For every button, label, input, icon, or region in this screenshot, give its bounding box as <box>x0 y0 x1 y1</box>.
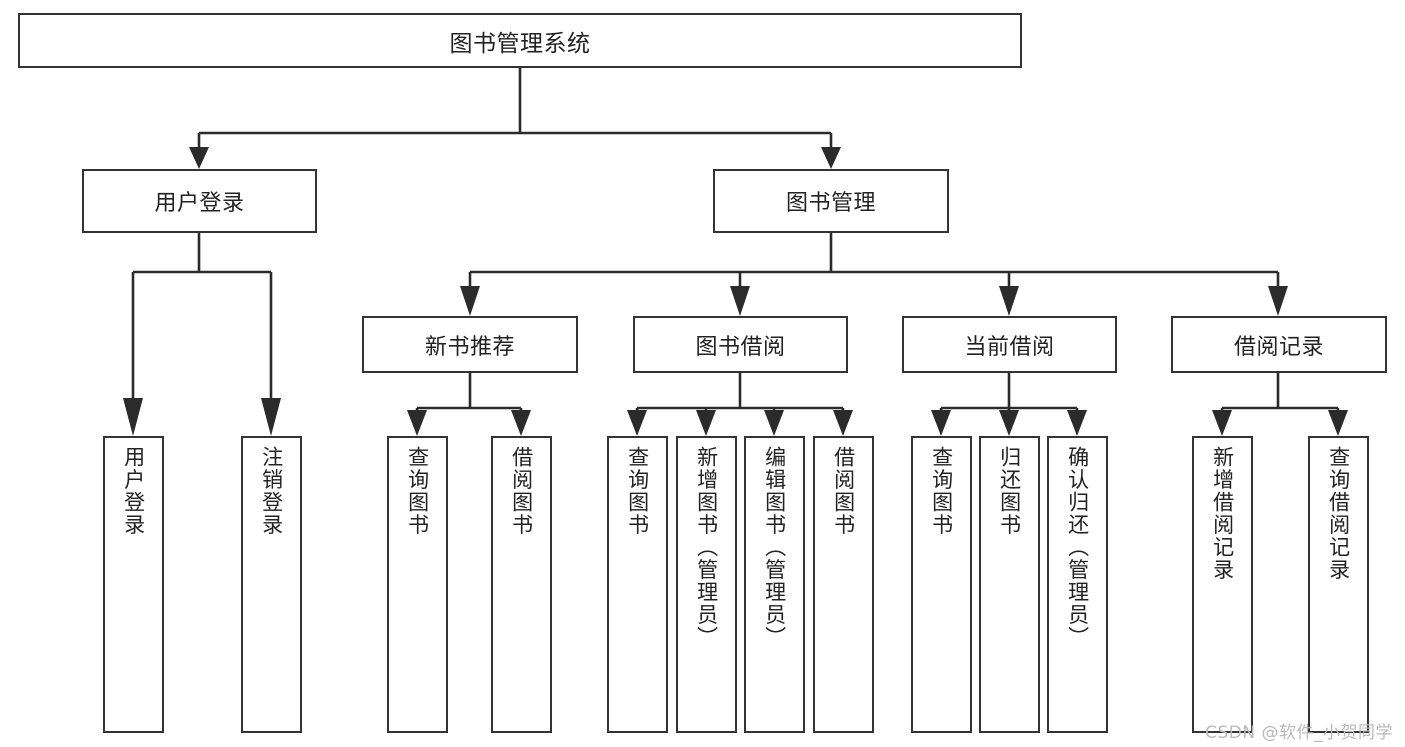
arrow-current-leaf-3 <box>1067 410 1087 436</box>
node-label: 新书推荐 <box>424 334 515 360</box>
node-label: 图书管理 <box>785 191 876 216</box>
leaf-label: 编辑图书（管理员） <box>762 446 787 649</box>
arrow-user-login-leaf-2 <box>261 398 281 436</box>
node-label: 当前借阅 <box>964 334 1055 360</box>
leaf-user-login-logout[interactable]: 注销登录 <box>241 436 302 733</box>
leaf-current-confirm-return-admin[interactable]: 确认归还（管理员） <box>1047 436 1108 733</box>
leaf-label: 新增借阅记录 <box>1210 446 1235 581</box>
leaf-label: 查询借阅记录 <box>1326 446 1351 581</box>
arrow-to-book-borrow <box>730 286 750 316</box>
leaf-label: 查询图书 <box>625 446 650 536</box>
arrow-recommend-leaf-1 <box>407 410 427 436</box>
node-label: 图书借阅 <box>695 334 786 360</box>
watermark: CSDN @软件_小贺同学 <box>1205 723 1393 743</box>
leaf-label: 查询图书 <box>929 446 954 536</box>
node-label: 用户登录 <box>154 191 245 216</box>
arrow-borrow-leaf-4 <box>833 410 853 436</box>
leaf-label: 注销登录 <box>259 446 284 536</box>
leaf-borrow-borrow-book[interactable]: 借阅图书 <box>813 436 874 733</box>
leaf-current-query-book[interactable]: 查询图书 <box>911 436 972 733</box>
arrow-current-leaf-1 <box>931 410 951 436</box>
leaf-label: 归还图书 <box>997 446 1022 536</box>
leaf-borrow-edit-book-admin[interactable]: 编辑图书（管理员） <box>744 436 805 733</box>
leaf-label: 用户登录 <box>121 446 146 536</box>
node-current-borrow[interactable]: 当前借阅 <box>902 316 1117 373</box>
arrow-borrow-leaf-3 <box>764 410 784 436</box>
node-label: 图书管理系统 <box>449 30 591 57</box>
arrow-recommend-leaf-2 <box>511 410 531 436</box>
leaf-label: 确认归还（管理员） <box>1065 446 1090 649</box>
leaf-record-add-record[interactable]: 新增借阅记录 <box>1192 436 1253 733</box>
leaf-recommend-query-book[interactable]: 查询图书 <box>387 436 448 733</box>
arrow-to-borrow-record <box>1268 286 1288 316</box>
arrow-current-leaf-2 <box>999 410 1019 436</box>
leaf-current-return-book[interactable]: 归还图书 <box>979 436 1040 733</box>
arrow-to-user-login <box>189 147 209 169</box>
node-book-management[interactable]: 图书管理 <box>713 169 949 233</box>
node-user-login[interactable]: 用户登录 <box>82 169 317 233</box>
arrow-record-leaf-2 <box>1328 410 1348 436</box>
node-new-book-recommend[interactable]: 新书推荐 <box>362 316 578 373</box>
node-root-book-management-system[interactable]: 图书管理系统 <box>18 13 1022 68</box>
leaf-borrow-query-book[interactable]: 查询图书 <box>607 436 668 733</box>
leaf-label: 借阅图书 <box>509 446 534 536</box>
leaf-label: 新增图书（管理员） <box>694 446 719 649</box>
leaf-recommend-borrow-book[interactable]: 借阅图书 <box>491 436 552 733</box>
node-label: 借阅记录 <box>1233 334 1324 360</box>
leaf-user-login-user-login[interactable]: 用户登录 <box>103 436 164 733</box>
arrow-to-current-borrow <box>999 286 1019 316</box>
leaf-record-query-record[interactable]: 查询借阅记录 <box>1308 436 1369 733</box>
arrow-borrow-leaf-2 <box>696 410 716 436</box>
arrow-record-leaf-1 <box>1212 410 1232 436</box>
leaf-label: 查询图书 <box>405 446 430 536</box>
leaf-label: 借阅图书 <box>831 446 856 536</box>
node-book-borrow[interactable]: 图书借阅 <box>633 316 848 373</box>
arrow-to-new-book-recommend <box>460 286 480 316</box>
arrow-borrow-leaf-1 <box>627 410 647 436</box>
arrow-to-book-mgmt <box>821 147 841 169</box>
node-borrow-record[interactable]: 借阅记录 <box>1171 316 1387 373</box>
leaf-borrow-add-book-admin[interactable]: 新增图书（管理员） <box>676 436 737 733</box>
arrow-user-login-leaf-1 <box>123 398 143 436</box>
